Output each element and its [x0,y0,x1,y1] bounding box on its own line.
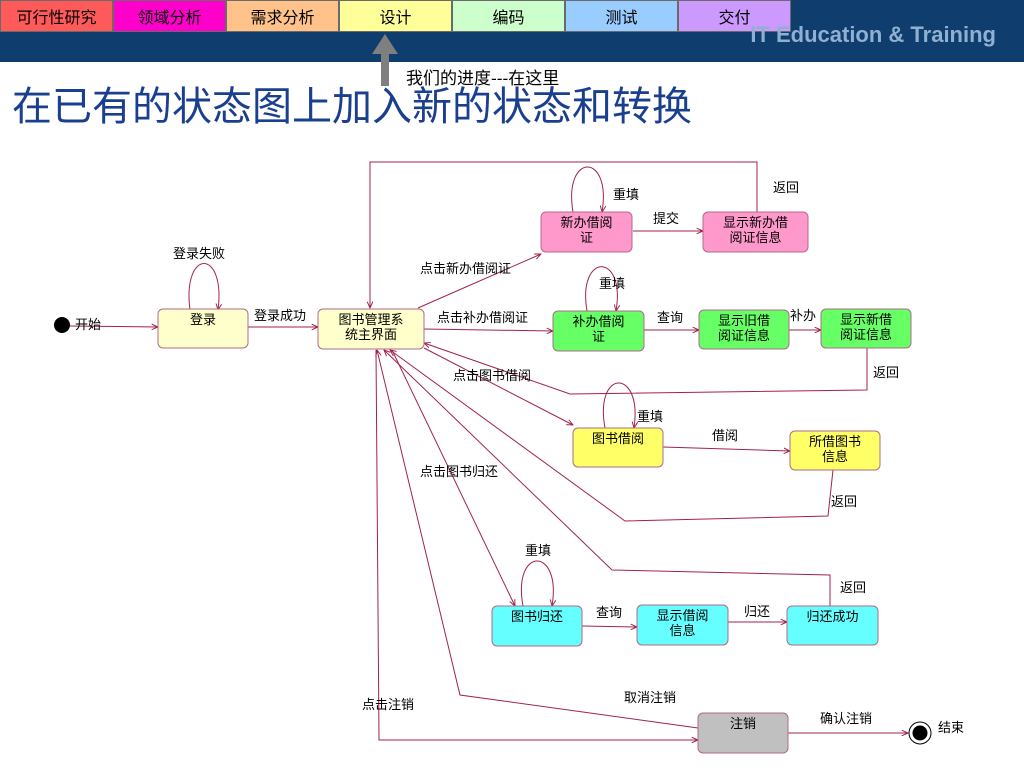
state-label-line: 证 [580,231,593,246]
phase-tab-design[interactable]: 设计 [339,0,452,32]
state-borrow[interactable]: 图书借阅 [572,427,664,468]
edge-reissue-self-loop [585,266,618,311]
edge-back-borrow [390,350,834,522]
state-login[interactable]: 登录 [157,308,249,349]
state-label-line: 显示新借 [840,312,892,328]
state-label-line: 图书管理系 [338,313,403,328]
phase-tab-delivery[interactable]: 交付 [678,0,791,32]
header-bar: 可行性研究 领域分析 需求分析 设计 编码 测试 交付 IT Education… [0,0,1024,62]
label-query-reissue: 查询 [657,311,683,326]
state-label-line: 阅证信息 [718,328,770,344]
edge-main-to-reissue [423,329,553,331]
state-label-line: 归还成功 [806,610,858,625]
state-label-line: 阅证信息 [729,230,781,246]
state-label-line: 补办借阅 [572,315,624,330]
state-label-line: 信息 [669,623,695,639]
label-login-fail: 登录失败 [173,247,225,262]
initial-label: 开始 [75,318,101,333]
label-back-new: 返回 [773,181,799,196]
initial-node [54,317,70,333]
label-query-return: 查询 [596,606,622,621]
state-label-line: 登录 [190,313,216,328]
label-refill-return: 重填 [525,543,551,559]
label-login-ok: 登录成功 [254,309,306,324]
label-return-action: 归还 [744,605,770,620]
state-label-line: 图书归还 [511,610,563,625]
state-label-line: 注销 [730,717,756,732]
label-click-new: 点击新办借阅证 [420,261,511,277]
label-click-reissue: 点击补办借阅证 [437,311,528,326]
state-label-line: 新办借阅 [560,215,612,231]
page-title: 在已有的状态图上加入新的状态和转换 [12,84,692,130]
edge-main-to-borrow [423,347,573,425]
state-label-line: 所借图书 [809,435,861,450]
label-submit: 提交 [653,211,679,227]
label-cancel-logout: 取消注销 [624,691,676,706]
phase-tab-feasibility[interactable]: 可行性研究 [0,0,113,32]
label-click-borrow: 点击图书借阅 [453,369,531,384]
edge-main-to-return [391,349,515,606]
edge-back-return [384,350,831,606]
label-confirm-logout: 确认注销 [820,712,872,727]
state-label-line: 证 [592,330,605,345]
state-label-line: 显示旧借 [718,314,770,329]
label-borrow-action: 借阅 [712,429,738,444]
label-back-borrow: 返回 [831,495,857,510]
edge-cancel-logout [377,350,699,729]
edge-back-reissue [424,343,868,395]
label-reissue-action: 补办 [790,309,816,324]
phase-tabs: 可行性研究 领域分析 需求分析 设计 编码 测试 交付 [0,0,791,32]
brand-title: IT Education & Training [750,22,996,47]
label-back-reissue: 返回 [873,366,899,381]
edge-main-to-new-card [417,254,541,309]
edge-return-self-loop [521,560,553,606]
progress-arrow-icon [372,34,398,86]
state-reissue[interactable]: 补办借阅证 [552,310,645,352]
state-return[interactable]: 图书归还 [491,605,583,647]
edge-main-to-logout [375,349,698,740]
edge-start-to-login [69,326,158,327]
edge-borrow-action [662,446,790,451]
state-logout[interactable]: 注销 [697,712,789,754]
label-click-logout: 点击注销 [362,698,414,713]
label-click-return: 点击图书归还 [420,465,498,480]
state-new-card[interactable]: 新办借阅证 [540,211,633,253]
edge-borrow-self-loop [603,382,635,428]
state-label-line: 显示新办借 [723,215,788,231]
state-label-line: 统主界面 [345,328,397,343]
label-refill-reissue: 重填 [599,276,625,292]
label-refill-new: 重填 [613,187,639,203]
state-return-success[interactable]: 归还成功 [786,605,879,646]
edge-new-card-self-loop [571,166,604,212]
state-label-line: 信息 [822,449,848,465]
phase-tab-domain-analysis[interactable]: 领域分析 [113,0,226,32]
final-label: 结束 [938,721,964,736]
label-refill-borrow: 重填 [637,409,663,425]
state-label-line: 图书借阅 [592,432,644,447]
edge-back-new [370,161,758,308]
edge-query-return [581,626,637,627]
final-node [912,725,928,741]
phase-tab-requirements[interactable]: 需求分析 [226,0,339,32]
state-label-line: 显示借阅 [656,609,708,624]
state-label-line: 阅证信息 [840,327,892,343]
progress-note: 我们的进度---在这里 [406,69,560,89]
phase-tab-testing[interactable]: 测试 [565,0,678,32]
label-back-return: 返回 [840,581,866,596]
phase-tab-coding[interactable]: 编码 [452,0,565,32]
edge-login-self-loop [188,263,219,311]
